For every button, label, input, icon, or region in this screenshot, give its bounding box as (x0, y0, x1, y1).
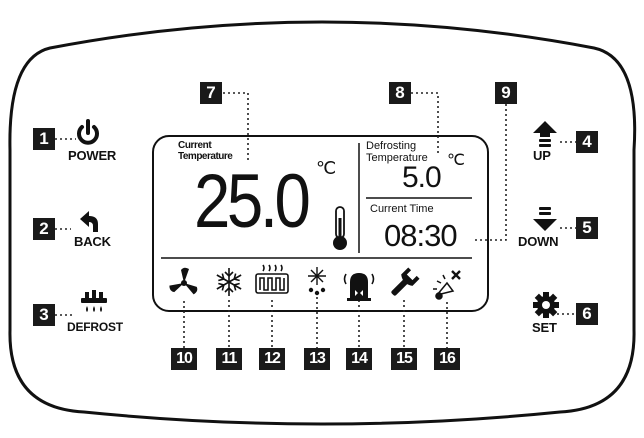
power-icon (77, 119, 99, 145)
defrost-temp-label-line2: Temperature (366, 152, 428, 164)
lcd-screen (152, 135, 489, 312)
callout-10: 10 (171, 348, 197, 370)
alarm-icon (343, 273, 375, 301)
set-label: SET (532, 320, 557, 335)
defrost-temp-value: 5.0 (402, 161, 442, 194)
down-arrow-icon (533, 207, 557, 231)
defrost-temp-label-line1: Defrosting (366, 140, 417, 152)
callout-6: 6 (576, 303, 598, 325)
callout-1: 1 (33, 128, 55, 150)
defrost-temp-unit: ℃ (447, 152, 465, 169)
callout-7: 7 (200, 82, 222, 104)
callout-5: 5 (576, 217, 598, 239)
callout-9: 9 (495, 82, 517, 104)
heater-icon (255, 264, 289, 294)
callout-16: 16 (434, 348, 460, 370)
callout-14: 14 (346, 348, 372, 370)
current-temp-label-line1: Current (178, 140, 212, 151)
defrost-label: DEFROST (67, 320, 123, 334)
up-label: UP (533, 148, 551, 163)
time-label: Current Time (370, 203, 434, 215)
fan-icon (169, 267, 198, 295)
callout-4: 4 (576, 131, 598, 153)
power-label: POWER (68, 148, 117, 163)
device-outline (8, 20, 637, 426)
wrench-icon (391, 267, 420, 296)
snowflake-icon (216, 268, 242, 296)
current-temp-label-line2: Temperature (178, 151, 233, 162)
current-temp-value: 25.0 (194, 159, 311, 244)
callout-3: 3 (33, 304, 55, 326)
callout-15: 15 (391, 348, 417, 370)
up-arrow-icon (533, 121, 557, 147)
back-label: BACK (74, 234, 111, 249)
defrost-button-icon (81, 290, 107, 312)
callout-2: 2 (33, 218, 55, 240)
back-arrow-icon (80, 211, 98, 232)
thermometer-icon (333, 206, 347, 250)
gear-icon (533, 292, 559, 318)
leader-lines (55, 92, 576, 348)
light-off-icon (433, 270, 461, 300)
current-temp-unit: ℃ (316, 158, 337, 178)
callout-13: 13 (304, 348, 330, 370)
callout-12: 12 (259, 348, 285, 370)
callout-11: 11 (216, 348, 242, 370)
defrost-drip-icon (308, 267, 326, 296)
down-label: DOWN (518, 234, 559, 249)
time-value: 08:30 (384, 218, 458, 253)
callout-8: 8 (389, 82, 411, 104)
